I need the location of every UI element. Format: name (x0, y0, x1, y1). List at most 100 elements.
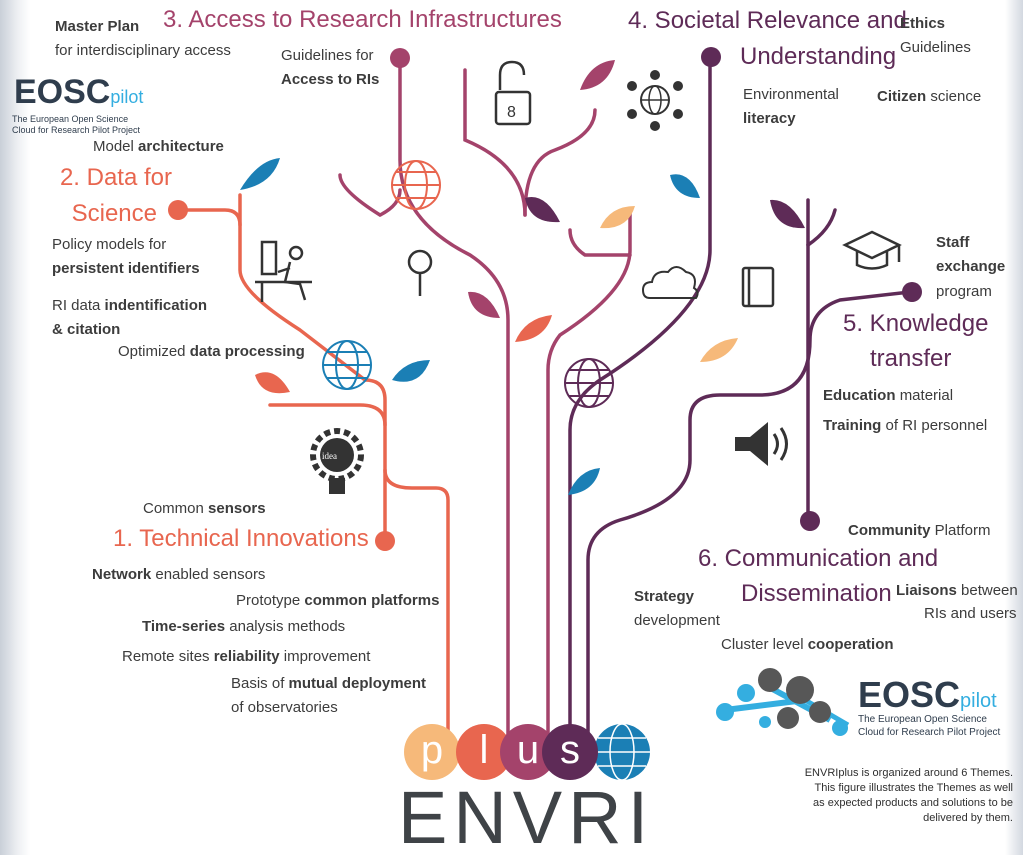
branch-theme5-curl (806, 208, 837, 247)
idea-bulb-icon (310, 428, 364, 494)
leaf (770, 199, 805, 229)
computer-user-icon (255, 240, 312, 302)
branch-theme2 (176, 208, 242, 227)
label-common-sensors: Common sensors (143, 500, 266, 517)
label-cluster-cooperation: Cluster level cooperation (721, 636, 894, 653)
theme6-title-line2: Dissemination (741, 580, 892, 607)
globe-icon (391, 160, 441, 210)
label-community-platform: Community Platform (848, 522, 991, 539)
magnifier-icon (407, 249, 433, 296)
left-background-shade (0, 0, 30, 855)
label-environmental: Environmental (743, 86, 839, 103)
theme3-title: 3. Access to Research Infrastructures (163, 6, 562, 33)
node-theme1 (375, 531, 395, 551)
label-ri-data: RI data indentification (52, 297, 208, 314)
theme4-title-line1: 4. Societal Relevance and (628, 7, 907, 34)
idea-bulb-text: idea (322, 451, 337, 461)
branch-theme3-left (338, 173, 402, 218)
eosc-subtitle-bottom-1: The European Open Science (858, 714, 987, 725)
theme4-title-line2: Understanding (740, 43, 897, 70)
theme1-title: 1. Technical Innovations (113, 525, 369, 552)
network-molecule-icon (716, 668, 850, 736)
book-icon (741, 266, 775, 308)
leaf (392, 360, 430, 382)
footnote: ENVRIplus is organized around 6 Themes. … (760, 766, 1013, 826)
node-theme5 (902, 282, 922, 302)
label-network-sensors: Network enabled sensors (92, 566, 266, 583)
plus-letter-p: p (404, 724, 460, 780)
label-master-plan: Master Plan (55, 18, 140, 35)
theme5-title-line2: transfer (870, 345, 952, 372)
theme5-title-line1: 5. Knowledge (843, 310, 989, 337)
padlock-icon (494, 60, 532, 126)
branch-theme3-mid (546, 208, 632, 742)
node-theme6 (800, 511, 820, 531)
label-model-architecture: Model architecture (93, 138, 224, 155)
branch-theme1-trunk (238, 193, 450, 742)
node-theme2 (168, 200, 188, 220)
envri-wordmark: ENVRI (398, 776, 655, 859)
leaf (240, 158, 280, 190)
leaf (525, 197, 560, 223)
theme2-title-line2: Science (71, 200, 157, 227)
eosc-subtitle-top-2: Cloud for Research Pilot Project (12, 125, 141, 135)
leaf (568, 468, 600, 495)
branch-theme1-leaf (268, 403, 387, 427)
label-training: Training of RI personnel (823, 417, 988, 434)
branch-theme3-right (523, 108, 597, 217)
leaf (700, 338, 738, 362)
theme6-title-line1: 6. Communication and (698, 545, 939, 572)
leaf (255, 372, 290, 394)
label-ethics: Ethics (900, 15, 946, 32)
eosc-subtitle-bottom-2: Cloud for Research Pilot Project (858, 727, 1001, 738)
eosc-subtitle-top-1: The European Open Science (12, 114, 129, 124)
label-literacy: literacy (743, 110, 796, 127)
node-theme3 (390, 48, 410, 68)
node-theme4 (701, 47, 721, 67)
theme2-title-line1: 2. Data for (59, 164, 172, 191)
label-education-material: Education material (823, 387, 954, 404)
branch-theme4 (568, 56, 712, 742)
leaf (515, 315, 552, 342)
label-strategy: Strategy (634, 588, 695, 605)
branch-theme3-cloud (568, 228, 632, 257)
footnote-line3: as expected products and solutions to be (813, 797, 1013, 809)
leaves (240, 60, 805, 495)
label-remote-sites: Remote sites reliability improvement (122, 648, 371, 665)
people-globe-icon (627, 70, 683, 131)
speaker-icon (735, 422, 768, 466)
label-guidelines-for: Guidelines for (281, 47, 374, 64)
graduation-cap-icon (842, 230, 902, 270)
label-program: program (936, 283, 992, 300)
leaf (468, 291, 500, 318)
label-prototype-platforms: Prototype common platforms (236, 592, 440, 609)
label-exchange: exchange (936, 258, 1006, 275)
footnote-line4: delivered by them. (923, 812, 1013, 824)
label-master-plan-sub: for interdisciplinary access (55, 42, 231, 59)
leaf (670, 174, 700, 198)
padlock-number: 8 (507, 104, 516, 121)
right-background-shade (1005, 0, 1023, 855)
label-citizen-science: Citizen science (877, 88, 982, 105)
label-citation: & citation (52, 321, 121, 338)
leaf (580, 60, 615, 90)
label-development: development (634, 612, 720, 629)
label-staff: Staff (936, 234, 970, 251)
label-access-to-ris: Access to RIs (281, 71, 380, 88)
cloud-icon (641, 266, 699, 299)
label-liaisons: Liaisons between (896, 582, 1018, 599)
label-policy-models: Policy models for (52, 236, 167, 253)
eosc-logo-top: EOSCpilot (14, 73, 144, 111)
label-observatories: of observatories (231, 699, 338, 716)
leaf (600, 206, 635, 229)
label-time-series: Time-series analysis methods (142, 618, 346, 635)
label-mutual-deployment: Basis of mutual deployment (231, 675, 427, 692)
footnote-line2: This figure illustrates the Themes as we… (814, 782, 1014, 794)
globe-icon (322, 340, 372, 390)
footnote-line1: ENVRIplus is organized around 6 Themes. (804, 767, 1013, 779)
label-persistent-identifiers: persistent identifiers (52, 260, 200, 277)
label-optimized-data-processing: Optimized data processing (118, 343, 305, 360)
branch-theme6 (586, 290, 912, 742)
globe-icon (564, 358, 614, 408)
